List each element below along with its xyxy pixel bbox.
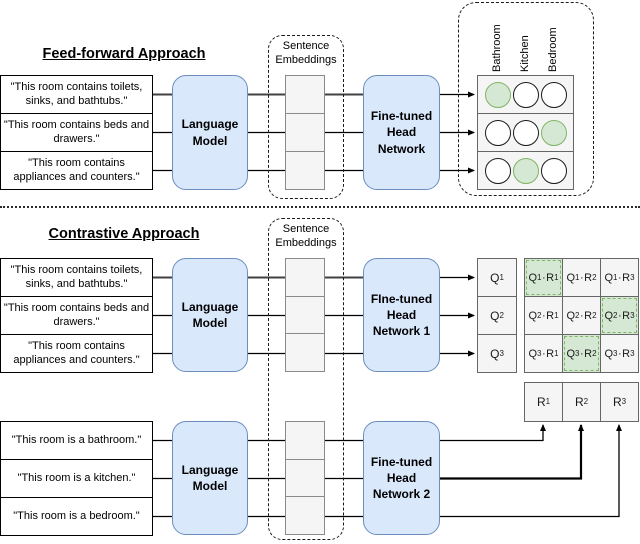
ff-input-sentence-2: "This room contains beds and drawers.": [1, 114, 152, 151]
embedding-vector: [286, 459, 324, 497]
embedding-vector: [286, 296, 324, 334]
dot-operator: ·: [617, 271, 622, 284]
q1-label: Q: [490, 270, 500, 285]
ff-input-list: "This room contains toilets, sinks, and …: [0, 75, 153, 190]
ff-pred-r1-kitchen: [512, 81, 539, 108]
ff-head-network-box: Fine-tuned Head Network: [363, 75, 440, 190]
c-reference-embedding-vectors: [285, 421, 325, 535]
arrow-hn2-r2: [440, 424, 584, 480]
ff-pred-r1-bathroom: [484, 81, 511, 108]
c-head-network-1-box: FIne-tuned Head Network 1: [363, 258, 440, 372]
r1-label: R: [536, 395, 546, 409]
embedding-vector: [286, 334, 324, 372]
ff-pred-r3-bedroom: [540, 157, 567, 184]
dot-operator: ·: [617, 347, 622, 360]
ff-output-row-2: [478, 114, 573, 151]
ff-embeddings-label: Sentence Embeddings: [275, 40, 337, 66]
ff-output-row-1: [478, 76, 573, 113]
ff-output-rows: [477, 75, 574, 190]
c-query-sentence-3: "This room contains appliances and count…: [1, 335, 152, 372]
ff-pred-r3-bathroom: [484, 157, 511, 184]
dot-operator: ·: [579, 309, 584, 322]
c-reference-sentence-1: "This room is a bathroom.": [1, 422, 152, 459]
embedding-vector: [286, 497, 324, 535]
dot-operator: ·: [541, 347, 546, 360]
dot-operator: ·: [579, 271, 584, 284]
ff-output-row-3: [478, 152, 573, 189]
c-language-model-2-box: Language Model: [172, 421, 248, 535]
r3-label: R: [612, 395, 622, 409]
ff-language-model-box: Language Model: [172, 75, 248, 190]
c-query-sentence-1: "This room contains toilets, sinks, and …: [1, 259, 152, 296]
ff-pred-r2-bathroom: [484, 119, 511, 146]
dot-operator: ·: [617, 309, 622, 322]
ff-col-label-bathroom: Bathroom: [491, 24, 503, 72]
contrastive-title: Contrastive Approach: [48, 226, 200, 242]
arrow-hn2-r3: [440, 424, 622, 518]
q2-label: Q: [490, 308, 500, 323]
feed-forward-title: Feed-forward Approach: [42, 46, 206, 62]
ff-pred-r2-kitchen: [512, 119, 539, 146]
ff-embedding-vectors: [285, 75, 325, 190]
arrow-hn2-r1: [440, 424, 546, 442]
c-query-sentence-2: "This room contains beds and drawers.": [1, 297, 152, 334]
c-reference-input-list: "This room is a bathroom." "This room is…: [0, 421, 153, 536]
dot-operator: ·: [541, 271, 546, 284]
dot-operator: ·: [541, 309, 546, 322]
embedding-vector: [286, 259, 324, 296]
c-embeddings-label: Sentence Embeddings: [275, 223, 337, 249]
ff-pred-r2-bedroom: [540, 119, 567, 146]
c-reference-sentence-2: "This room is a kitchen.": [1, 460, 152, 497]
embedding-vector: [286, 114, 324, 151]
c-query-embedding-vectors: [285, 258, 325, 372]
ff-pred-r3-kitchen: [512, 157, 539, 184]
ff-input-sentence-3: "This room contains appliances and count…: [1, 152, 152, 189]
r2-label: R: [574, 395, 584, 409]
ff-pred-r1-bedroom: [540, 81, 567, 108]
ff-col-label-bedroom: Bedroom: [547, 27, 559, 72]
ff-col-label-kitchen: Kitchen: [519, 35, 531, 72]
embedding-vector: [286, 422, 324, 459]
c-reference-sentence-3: "This room is a bedroom.": [1, 498, 152, 535]
section-divider: [0, 206, 640, 208]
c-head-network-2-box: Fine-tuned Head Network 2: [363, 421, 440, 535]
q3-label: Q: [490, 346, 500, 361]
embedding-vector: [286, 76, 324, 113]
ff-output-container: [458, 2, 594, 196]
dot-operator: ·: [579, 347, 584, 360]
c-embeddings-container: [268, 218, 344, 540]
ff-input-sentence-1: "This room contains toilets, sinks, and …: [1, 76, 152, 113]
embedding-vector: [286, 152, 324, 189]
ff-embeddings-container: [268, 35, 344, 199]
c-language-model-1-box: Language Model: [172, 258, 248, 372]
c-query-input-list: "This room contains toilets, sinks, and …: [0, 258, 153, 373]
